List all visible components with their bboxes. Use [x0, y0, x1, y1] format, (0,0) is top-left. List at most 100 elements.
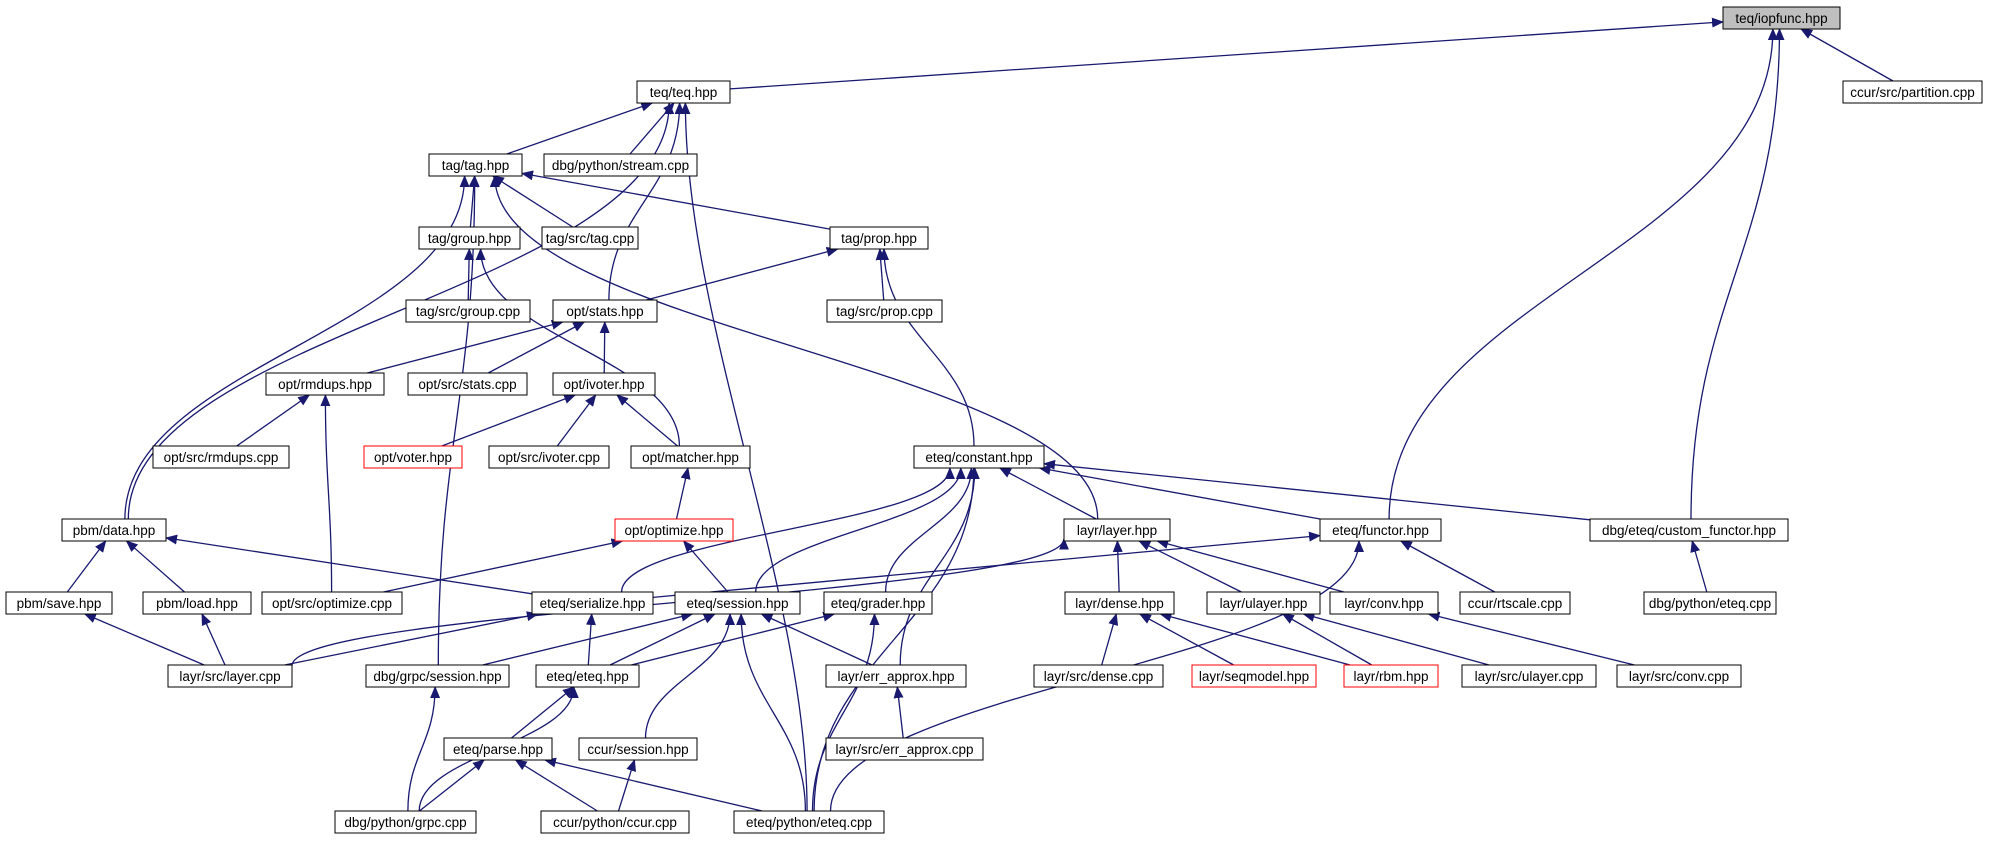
- node-pyeteq_dbg[interactable]: dbg/python/eteq.cpp: [1643, 591, 1777, 615]
- edge-layercpp-to-save: [83, 613, 205, 666]
- node-grpccpp[interactable]: dbg/python/grpc.cpp: [334, 810, 477, 834]
- node-matcher-box: [630, 445, 751, 469]
- node-matcher[interactable]: opt/matcher.hpp: [630, 445, 751, 469]
- node-rmdupscpp[interactable]: opt/src/rmdups.cpp: [152, 445, 290, 469]
- node-dense-label: layr/dense.hpp: [1075, 596, 1164, 611]
- edge-pyeteq-to-parse: [543, 757, 763, 812]
- node-ivoter[interactable]: opt/ivoter.hpp: [552, 372, 656, 396]
- node-densecpp[interactable]: layr/src/dense.cpp: [1033, 664, 1164, 688]
- node-seqmodel-label: layr/seqmodel.hpp: [1199, 669, 1309, 684]
- edge-layercpp-to-serialize: [284, 611, 539, 666]
- node-optimize[interactable]: opt/optimize.hpp: [614, 518, 734, 542]
- node-partition-label: ccur/src/partition.cpp: [1850, 85, 1975, 100]
- node-ivoter-label: opt/ivoter.hpp: [563, 377, 644, 392]
- edge-partition-to-iopfunc: [1800, 28, 1894, 82]
- node-grpccpp-box: [334, 810, 477, 834]
- edge-parse-to-eteqhpp: [511, 686, 575, 739]
- node-iopfunc[interactable]: teq/iopfunc.hpp: [1722, 6, 1841, 30]
- node-serialize[interactable]: eteq/serialize.hpp: [531, 591, 654, 615]
- node-layer[interactable]: layr/layer.hpp: [1063, 518, 1171, 542]
- node-ivotercpp[interactable]: opt/src/ivoter.cpp: [488, 445, 610, 469]
- node-session-box: [674, 591, 801, 615]
- node-eteqhpp[interactable]: eteq/eteq.hpp: [535, 664, 640, 688]
- node-errapproxcpp[interactable]: layr/src/err_approx.cpp: [825, 737, 984, 761]
- node-ccurcpp-label: ccur/python/ccur.cpp: [553, 815, 677, 830]
- node-ivotercpp-box: [488, 445, 610, 469]
- node-ccursession-box: [578, 737, 698, 761]
- node-layercpp[interactable]: layr/src/layer.cpp: [167, 664, 293, 688]
- node-convcpp[interactable]: layr/src/conv.cpp: [1616, 664, 1742, 688]
- node-ulayercpp[interactable]: layr/src/ulayer.cpp: [1461, 664, 1597, 688]
- node-functor[interactable]: eteq/functor.hpp: [1319, 518, 1442, 542]
- edge-pyeteq_dbg-to-customfunctor: [1690, 540, 1708, 593]
- edge-grpcsession-to-session: [482, 611, 694, 666]
- edge-densecpp-to-dense: [1101, 613, 1119, 666]
- node-pyeteq[interactable]: eteq/python/eteq.cpp: [733, 810, 885, 834]
- node-ccursession[interactable]: ccur/session.hpp: [578, 737, 698, 761]
- node-partition[interactable]: ccur/src/partition.cpp: [1842, 80, 1983, 104]
- node-conv[interactable]: layr/conv.hpp: [1329, 591, 1439, 615]
- node-grpcsession[interactable]: dbg/grpc/session.hpp: [365, 664, 510, 688]
- node-dense[interactable]: layr/dense.hpp: [1064, 591, 1175, 615]
- node-optimizecpp[interactable]: opt/src/optimize.cpp: [261, 591, 403, 615]
- node-ulayer[interactable]: layr/ulayer.hpp: [1206, 591, 1321, 615]
- edge-stats-to-prop: [646, 247, 839, 301]
- node-prop[interactable]: tag/prop.hpp: [829, 226, 929, 250]
- node-stream-label: dbg/python/stream.cpp: [552, 158, 689, 173]
- node-group[interactable]: tag/group.hpp: [418, 226, 521, 250]
- edge-teq-to-iopfunc: [729, 17, 1724, 90]
- node-rmdups[interactable]: opt/rmdups.hpp: [265, 372, 385, 396]
- node-errapproxcpp-label: layr/src/err_approx.cpp: [835, 742, 973, 757]
- node-tag-label: tag/tag.hpp: [442, 158, 510, 173]
- node-ivoter-box: [552, 372, 656, 396]
- node-voter[interactable]: opt/voter.hpp: [363, 445, 463, 469]
- node-rbm-label: layr/rbm.hpp: [1353, 669, 1428, 684]
- node-stats[interactable]: opt/stats.hpp: [552, 299, 658, 323]
- edge-ulayercpp-to-ulayer: [1302, 612, 1490, 666]
- node-groupcpp[interactable]: tag/src/group.cpp: [405, 299, 531, 323]
- node-seqmodel[interactable]: layr/seqmodel.hpp: [1191, 664, 1317, 688]
- edge-conv-to-layer: [1156, 539, 1344, 593]
- node-customfunctor-box: [1589, 518, 1789, 542]
- node-data-label: pbm/data.hpp: [73, 523, 156, 538]
- node-propcpp-box: [826, 299, 943, 323]
- edge-rmdupscpp-to-rmdups: [236, 394, 311, 447]
- edge-ivotercpp-to-ivoter: [556, 394, 597, 447]
- node-layer-box: [1063, 518, 1171, 542]
- node-customfunctor[interactable]: dbg/eteq/custom_functor.hpp: [1589, 518, 1789, 542]
- edge-eteqhpp-to-grader: [631, 611, 836, 666]
- edge-stats-to-teq: [608, 102, 685, 301]
- node-eteqhpp-box: [535, 664, 640, 688]
- node-stream[interactable]: dbg/python/stream.cpp: [543, 153, 698, 177]
- node-eteqhpp-label: eteq/eteq.hpp: [546, 669, 629, 684]
- node-tag[interactable]: tag/tag.hpp: [428, 153, 523, 177]
- edge-convcpp-to-conv: [1427, 611, 1635, 666]
- node-teq[interactable]: teq/teq.hpp: [636, 80, 731, 104]
- node-data[interactable]: pbm/data.hpp: [61, 518, 167, 542]
- edge-grpccpp-to-parse: [418, 759, 485, 812]
- node-rbm[interactable]: layr/rbm.hpp: [1343, 664, 1439, 688]
- node-save[interactable]: pbm/save.hpp: [5, 591, 113, 615]
- node-constant-label: eteq/constant.hpp: [925, 450, 1032, 465]
- node-groupcpp-label: tag/src/group.cpp: [416, 304, 520, 319]
- node-parse[interactable]: eteq/parse.hpp: [443, 737, 553, 761]
- node-statscpp-box: [407, 372, 528, 396]
- node-rmdupscpp-label: opt/src/rmdups.cpp: [164, 450, 279, 465]
- node-errapprox[interactable]: layr/err_approx.hpp: [825, 664, 967, 688]
- node-statscpp[interactable]: opt/src/stats.cpp: [407, 372, 528, 396]
- node-propcpp[interactable]: tag/src/prop.cpp: [826, 299, 943, 323]
- edge-serialize-to-functor: [652, 531, 1321, 599]
- node-errapprox-label: layr/err_approx.hpp: [837, 669, 954, 684]
- node-rbm-box: [1343, 664, 1439, 688]
- node-grpcsession-label: dbg/grpc/session.hpp: [373, 669, 501, 684]
- node-constant[interactable]: eteq/constant.hpp: [913, 445, 1045, 469]
- node-ccurcpp[interactable]: ccur/python/ccur.cpp: [540, 810, 690, 834]
- node-grader[interactable]: eteq/grader.hpp: [823, 591, 933, 615]
- node-densecpp-box: [1033, 664, 1164, 688]
- edge-dense-to-layer: [1112, 540, 1123, 593]
- node-load[interactable]: pbm/load.hpp: [142, 591, 252, 615]
- node-session[interactable]: eteq/session.hpp: [674, 591, 801, 615]
- node-tagcpp[interactable]: tag/src/tag.cpp: [541, 226, 639, 250]
- node-rtscale[interactable]: ccur/rtscale.cpp: [1459, 591, 1571, 615]
